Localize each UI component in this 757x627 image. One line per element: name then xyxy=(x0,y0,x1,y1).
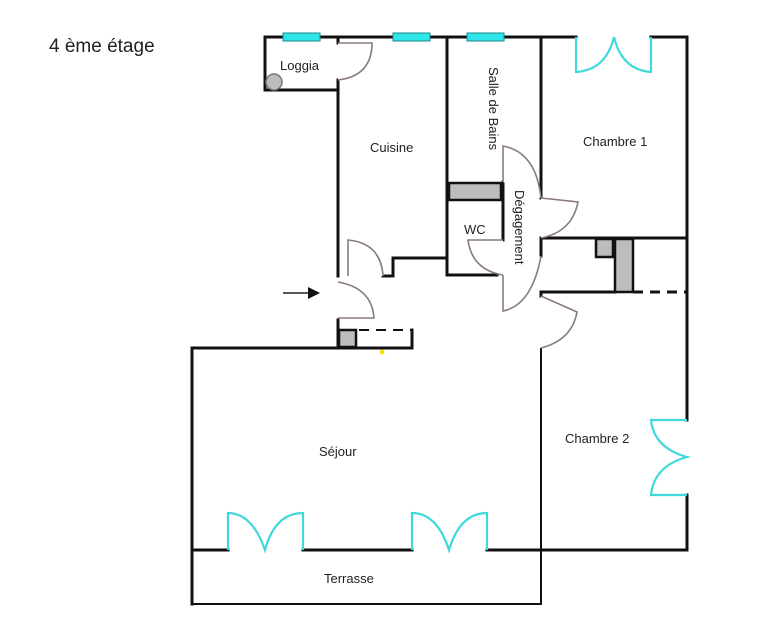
label-loggia: Loggia xyxy=(280,58,320,73)
entrance-arrow-icon xyxy=(283,287,320,299)
french-window-sejour-left xyxy=(226,511,305,554)
entrance-fixture xyxy=(337,328,358,349)
french-window-chambre1 xyxy=(574,36,653,74)
label-wc: WC xyxy=(464,222,486,237)
door-degagement xyxy=(502,255,542,312)
dashed-openings xyxy=(342,236,687,331)
closet-fixture-small xyxy=(594,237,615,259)
walls xyxy=(190,35,689,606)
water-heater-icon xyxy=(265,73,283,91)
door-loggia xyxy=(337,42,373,81)
window-cuisine xyxy=(392,32,431,42)
marker-dot xyxy=(379,349,385,355)
windows xyxy=(282,32,505,42)
label-degagement: Dégagement xyxy=(512,190,527,265)
french-windows xyxy=(226,36,692,554)
door-entrance xyxy=(337,281,375,319)
door-wc xyxy=(467,239,504,276)
label-salle-de-bains: Salle de Bains xyxy=(486,67,501,151)
door-salle-de-bains xyxy=(502,145,542,199)
label-cuisine: Cuisine xyxy=(370,140,413,155)
bathroom-fixture xyxy=(447,181,503,202)
label-terrasse: Terrasse xyxy=(324,571,374,586)
french-window-sejour-right xyxy=(410,511,489,554)
room-labels: Loggia Cuisine Salle de Bains Chambre 1 … xyxy=(280,58,647,586)
label-sejour: Séjour xyxy=(319,444,357,459)
door-cuisine xyxy=(347,239,384,277)
closet-fixture xyxy=(613,237,635,294)
door-chambre2 xyxy=(540,295,578,349)
floor-title: 4 ème étage xyxy=(49,36,155,57)
label-chambre2: Chambre 2 xyxy=(565,431,629,446)
window-loggia xyxy=(282,32,321,42)
fixtures xyxy=(265,73,635,355)
doors xyxy=(337,42,579,349)
window-salle-de-bains xyxy=(466,32,505,42)
label-chambre1: Chambre 1 xyxy=(583,134,647,149)
french-window-chambre2 xyxy=(649,418,692,497)
door-chambre1 xyxy=(540,197,579,239)
